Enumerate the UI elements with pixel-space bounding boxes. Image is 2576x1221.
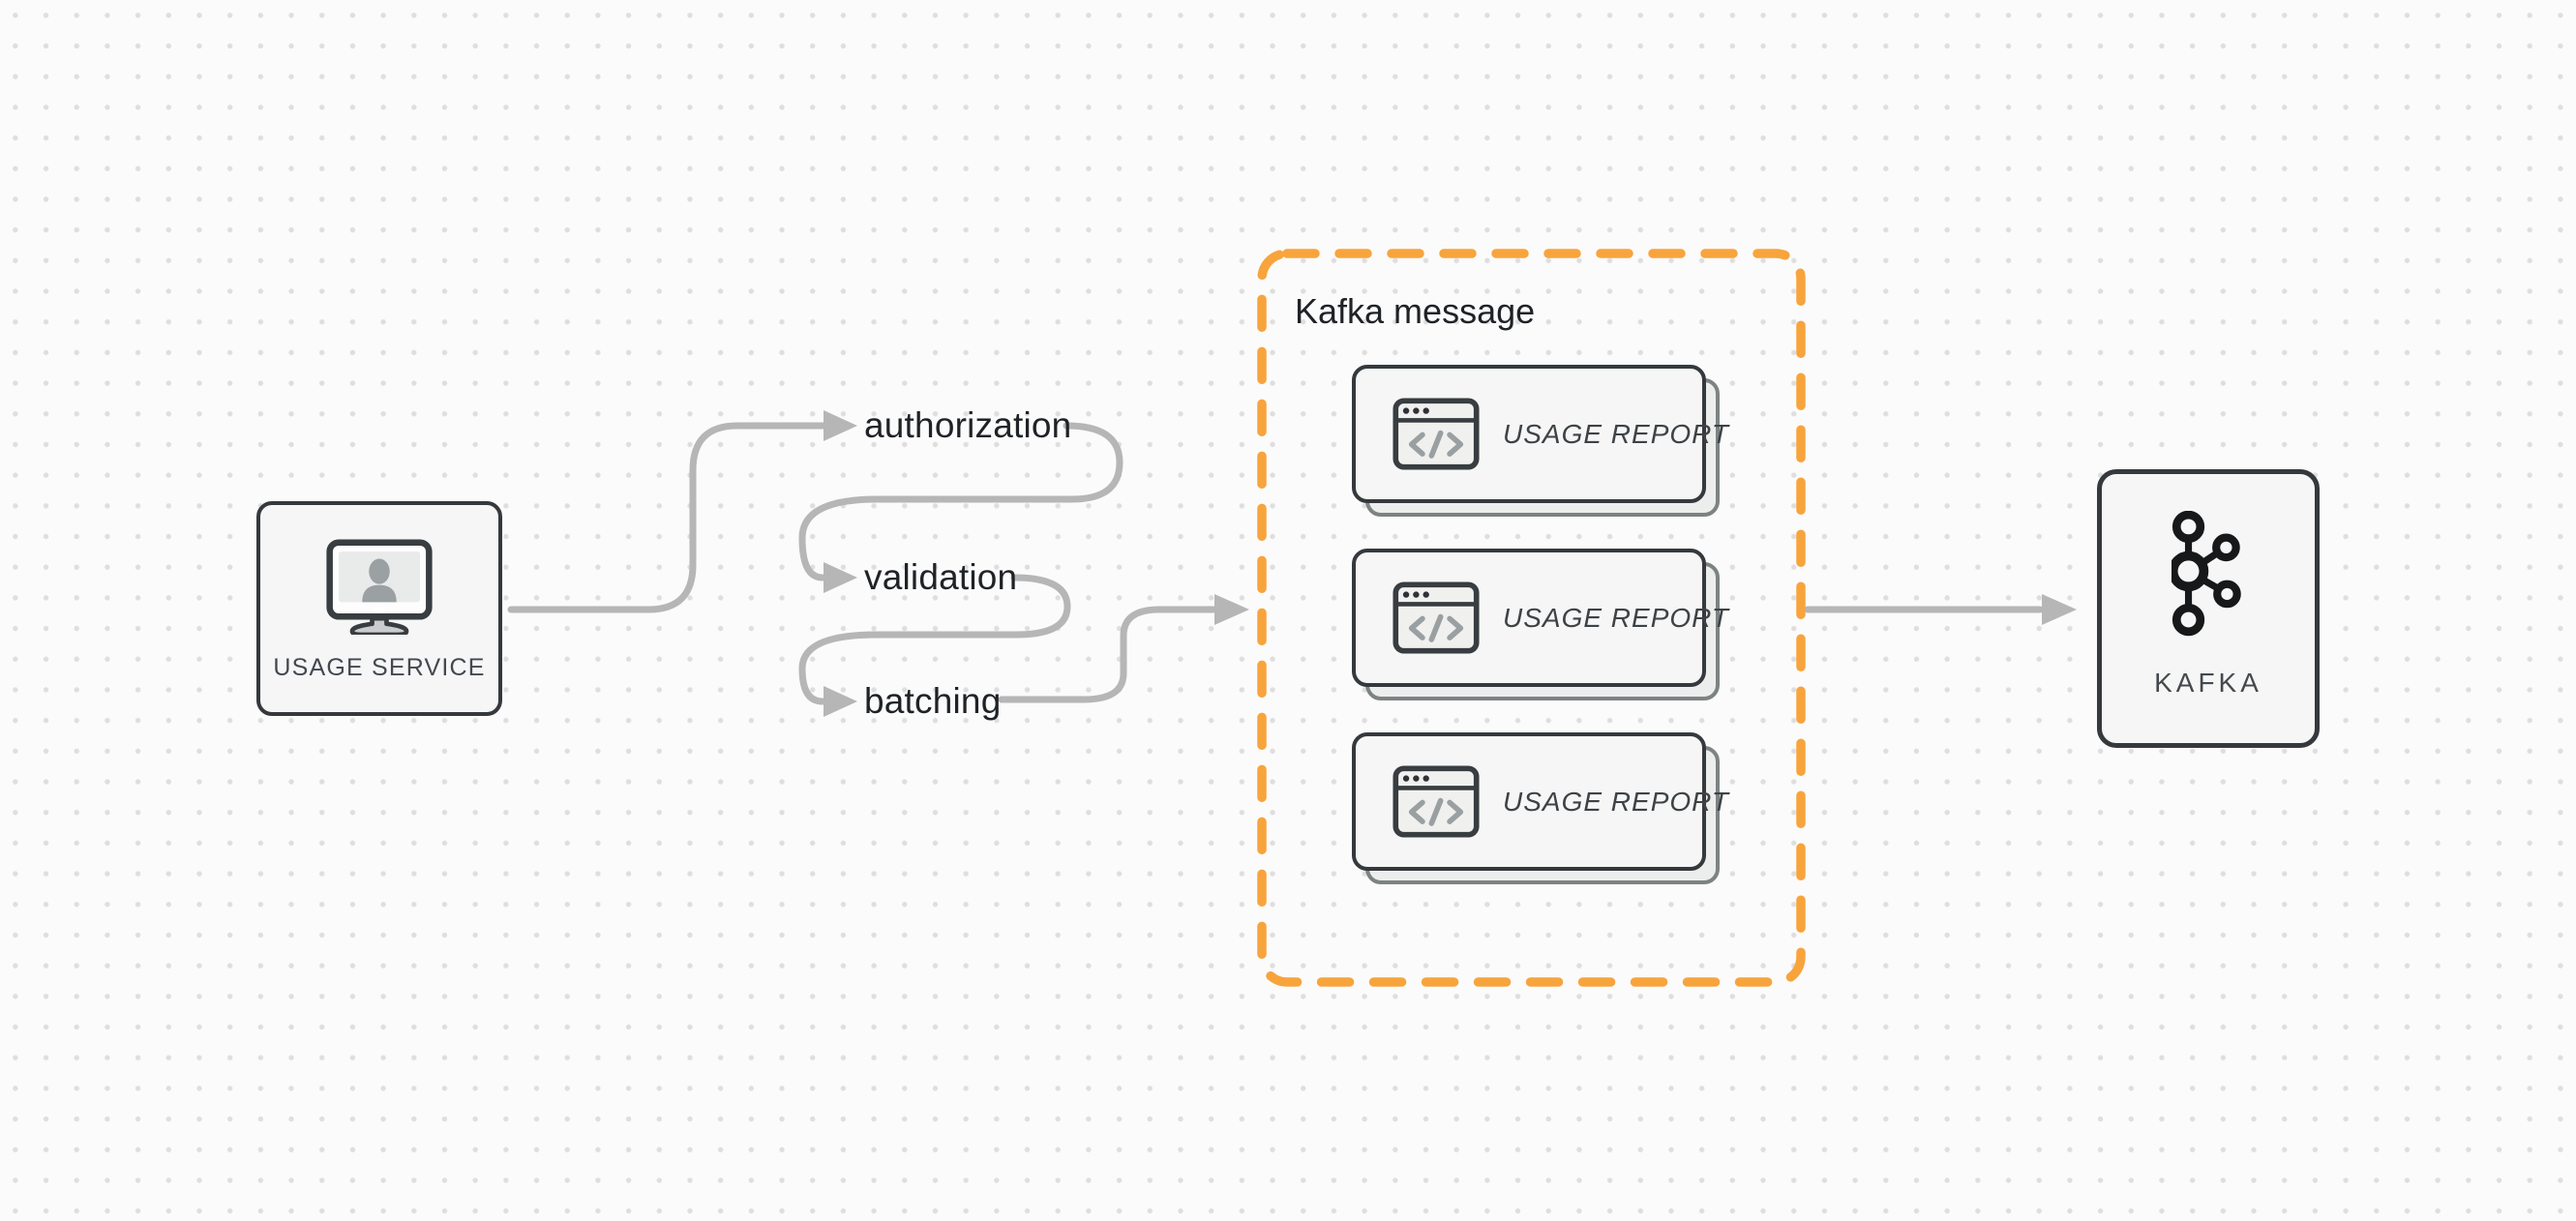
step-label-batching: batching [864, 681, 1002, 721]
node-kafka: KAFKA [2097, 469, 2320, 748]
usage-report-card: USAGE REPORT [1352, 732, 1728, 884]
connector-authorization-to-validation [798, 422, 1123, 581]
node-usage-service: USAGE SERVICE [256, 501, 502, 716]
arrowhead-icon [824, 562, 857, 593]
arrowhead-icon [2042, 594, 2077, 625]
usage-report-label: USAGE REPORT [1503, 418, 1729, 449]
usage-service-label: USAGE SERVICE [273, 654, 486, 681]
monitor-user-icon [326, 539, 433, 635]
step-label-authorization: authorization [864, 405, 1072, 445]
kafka-label: KAFKA [2154, 668, 2262, 698]
step-label-validation: validation [864, 557, 1018, 597]
arrowhead-icon [1214, 594, 1249, 625]
card-front: USAGE REPORT [1352, 365, 1728, 503]
kafka-logo-icon [2172, 511, 2241, 637]
card-front: USAGE REPORT [1352, 732, 1728, 871]
kafka-message-boundary [1257, 249, 1806, 987]
usage-report-card: USAGE REPORT [1352, 549, 1728, 700]
kafka-message-group-title: Kafka message [1295, 291, 1536, 331]
usage-report-label: USAGE REPORT [1503, 786, 1729, 817]
card-front: USAGE REPORT [1352, 549, 1728, 687]
arrowhead-icon [824, 686, 857, 717]
code-window-icon [1393, 581, 1480, 654]
connector-usage-to-authorization [507, 422, 826, 613]
code-window-icon [1393, 398, 1480, 470]
usage-report-label: USAGE REPORT [1503, 602, 1729, 633]
code-window-icon [1393, 765, 1480, 838]
usage-report-card: USAGE REPORT [1352, 365, 1728, 517]
connector-batching-to-kafka-message [998, 606, 1217, 703]
arrowhead-icon [824, 410, 857, 441]
connector-validation-to-batching [798, 574, 1071, 705]
